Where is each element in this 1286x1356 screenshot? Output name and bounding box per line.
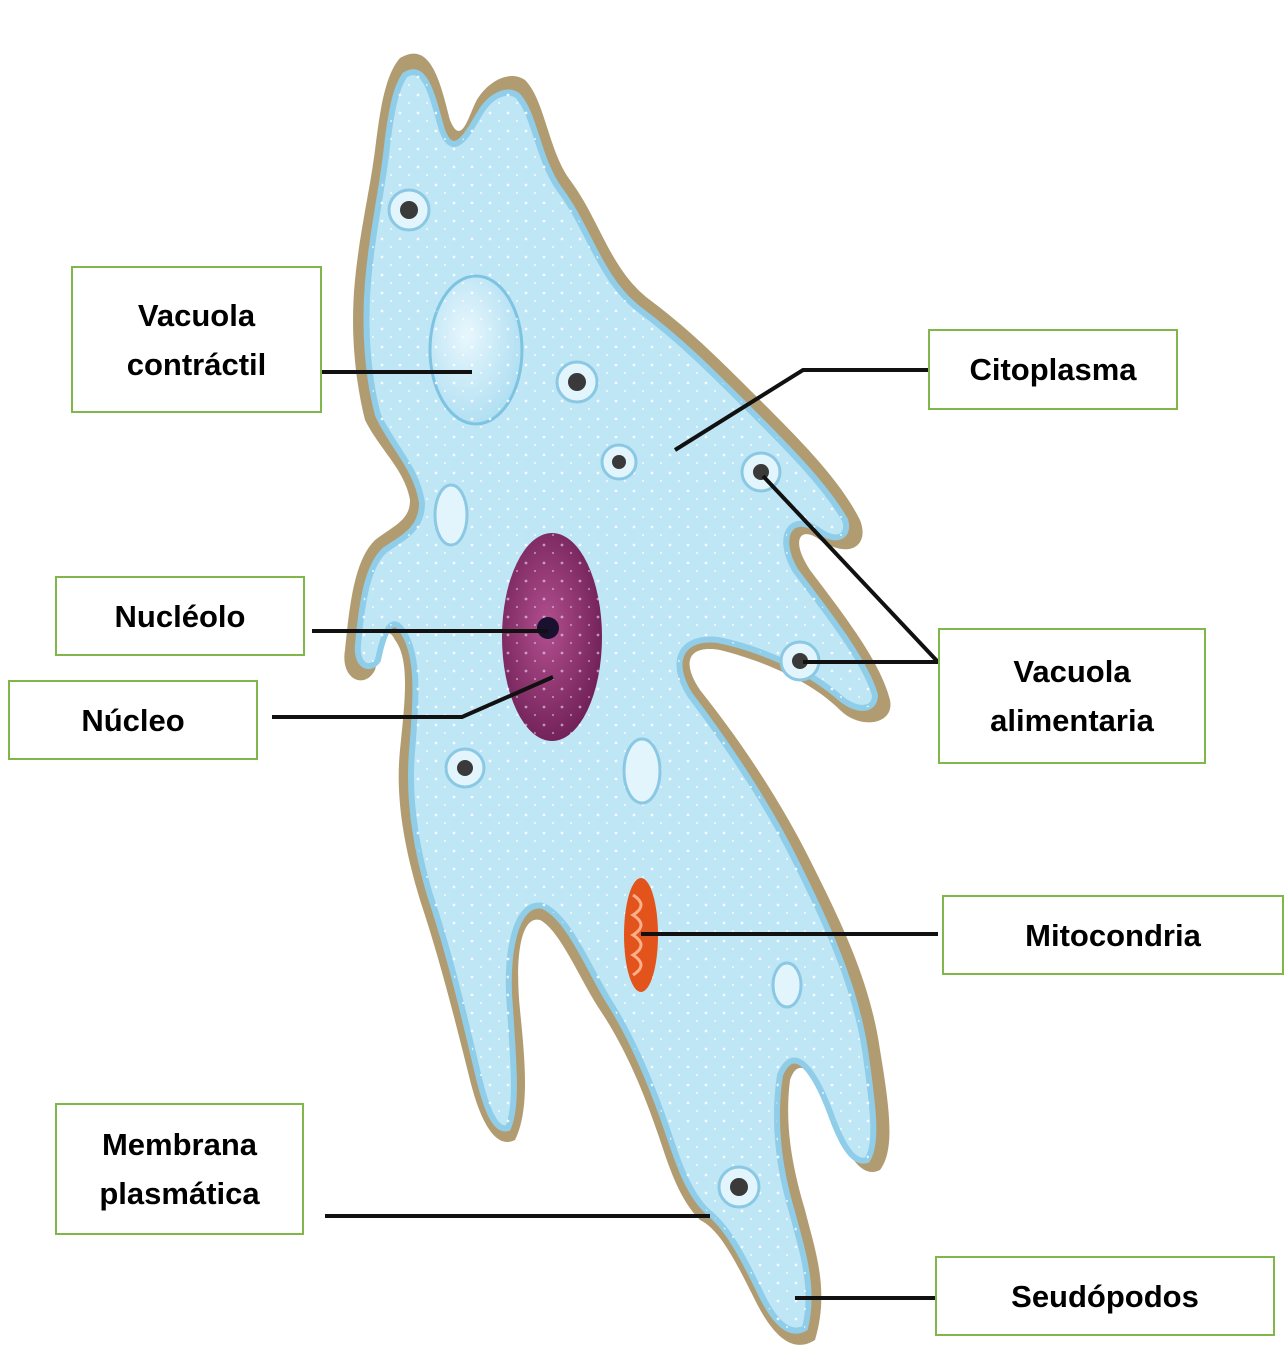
label-line: Mitocondria [1025, 911, 1201, 960]
label-nucleo: Núcleo [8, 680, 258, 760]
small-vacuole [773, 963, 801, 1007]
amoeba-body [344, 54, 890, 1345]
label-line: plasmática [99, 1169, 259, 1218]
small-vacuole [435, 485, 467, 545]
label-membrana-plasmatica: Membrana plasmática [55, 1103, 304, 1235]
cytoplasm-texture [358, 72, 875, 1331]
label-vacuola-alimentaria: Vacuola alimentaria [938, 628, 1206, 764]
small-vacuole [624, 739, 660, 803]
label-mitocondria: Mitocondria [942, 895, 1284, 975]
label-line: Citoplasma [969, 345, 1136, 394]
nucleolus [537, 617, 559, 639]
label-line: Membrana [102, 1120, 257, 1169]
label-vacuola-contractil: Vacuola contráctil [71, 266, 322, 413]
food-vacuole [389, 190, 429, 230]
label-line: Vacuola [138, 291, 255, 340]
contractile-vacuole [430, 276, 522, 424]
label-line: Nucléolo [115, 592, 246, 641]
label-nucleolo: Nucléolo [55, 576, 305, 656]
label-line: alimentaria [990, 696, 1154, 745]
label-line: contráctil [127, 340, 267, 389]
food-vacuole [602, 445, 636, 479]
label-line: Núcleo [81, 696, 184, 745]
label-citoplasma: Citoplasma [928, 329, 1178, 410]
food-vacuole [719, 1167, 759, 1207]
food-vacuole [446, 749, 484, 787]
food-vacuole [557, 362, 597, 402]
label-line: Vacuola [1013, 647, 1130, 696]
nucleus [502, 533, 602, 741]
label-seudopodos: Seudópodos [935, 1256, 1275, 1336]
label-line: Seudópodos [1011, 1272, 1199, 1321]
